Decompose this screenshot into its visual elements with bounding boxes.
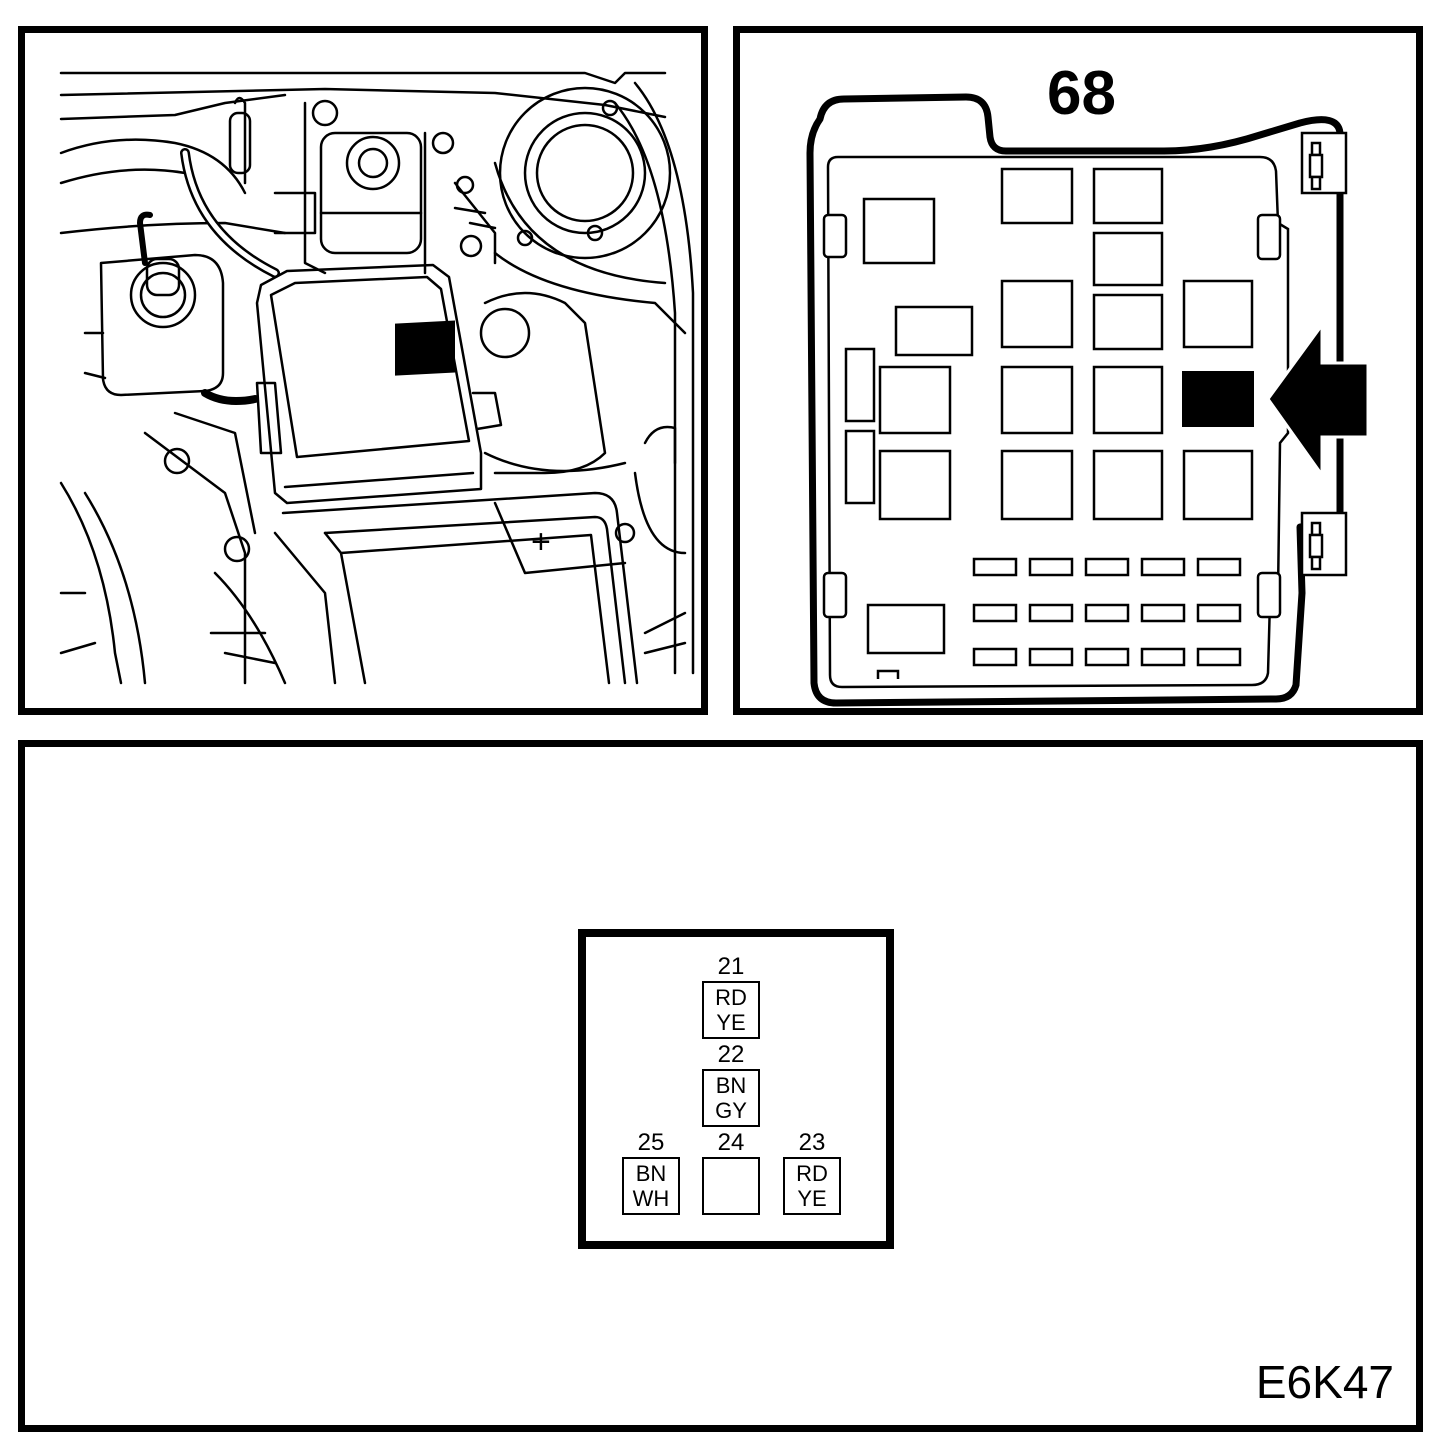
connector-panel: 21 RD YE 22 BN GY 25 BN WH 24 23	[18, 740, 1423, 1432]
highlighted-fuse-box	[395, 320, 455, 376]
connector-tab-top	[1300, 131, 1348, 195]
fuse-slot	[1196, 557, 1242, 577]
fuse-slot	[1028, 557, 1074, 577]
fuse-slot	[1140, 603, 1186, 623]
pin-number: 22	[717, 1041, 745, 1068]
fusebox-panel: 68	[733, 26, 1423, 715]
fuse-slot	[1140, 557, 1186, 577]
fusebox-outline	[806, 93, 1344, 707]
pin-cavity: BN WH	[622, 1157, 680, 1215]
pin-number: 24	[717, 1129, 745, 1156]
relay-slot	[1182, 449, 1254, 521]
relay-slot	[862, 197, 936, 265]
relay-slot	[1092, 167, 1164, 225]
engine-bay-drawing: +	[59, 71, 695, 685]
wire-color: YE	[797, 1186, 827, 1211]
wire-color: BN	[715, 1073, 747, 1098]
relay-slot	[1092, 231, 1164, 287]
pin-cavity: RD YE	[783, 1157, 841, 1215]
relay-slot	[866, 603, 946, 655]
fuse-slot	[972, 603, 1018, 623]
engine-bay-panel: +	[18, 26, 708, 715]
fuse-slot	[1084, 557, 1130, 577]
pin-22: 22 BN GY	[666, 1043, 796, 1143]
pin-25: 25 BN WH	[586, 1131, 716, 1231]
fusebox-inner-outline	[826, 155, 1290, 689]
fuse-slot	[1196, 603, 1242, 623]
relay-slot	[1092, 365, 1164, 435]
side-clip	[1256, 213, 1282, 261]
fusebox-layout	[806, 93, 1370, 707]
fuse-slot	[972, 557, 1018, 577]
fuse-slot	[1028, 603, 1074, 623]
relay-slot	[894, 305, 974, 357]
wire-color: YE	[716, 1010, 746, 1035]
fuse-slot	[1140, 647, 1186, 667]
side-clip	[822, 213, 848, 259]
fuse-slot	[1028, 647, 1074, 667]
wire-color: BN	[635, 1161, 667, 1186]
wire-color: WH	[632, 1186, 670, 1211]
fuse-slot	[972, 647, 1018, 667]
pin-number: 23	[798, 1129, 826, 1156]
fusebox-number: 68	[1047, 59, 1116, 128]
fuse-slot	[1084, 647, 1130, 667]
wire-color: RD	[796, 1161, 828, 1186]
relay-slot	[1092, 293, 1164, 351]
relay-slot	[1092, 449, 1164, 521]
pin-cavity: RD YE	[702, 981, 760, 1039]
arrow-left-icon	[1266, 320, 1370, 480]
fuse-slot	[1196, 647, 1242, 667]
pin-24: 24	[666, 1131, 796, 1231]
connector-tab-bottom	[1300, 511, 1348, 577]
side-clip	[822, 571, 848, 619]
pin-cavity-empty	[702, 1157, 760, 1215]
relay-slot	[844, 347, 876, 423]
relay-slot	[878, 449, 952, 521]
highlighted-relay	[1182, 371, 1254, 427]
figure-code: E6K47	[1255, 1356, 1394, 1408]
relay-slot	[878, 365, 952, 435]
battery-plus-symbol: +	[531, 523, 551, 561]
pin-cavity: BN GY	[702, 1069, 760, 1127]
pin-number: 25	[637, 1129, 665, 1156]
relay-slot	[1000, 365, 1074, 435]
pin-23: 23 RD YE	[747, 1131, 877, 1231]
wire-color: GY	[715, 1098, 747, 1123]
relay-slot	[1000, 449, 1074, 521]
relay-slot	[844, 429, 876, 505]
relay-slot	[1000, 167, 1074, 225]
side-clip	[1256, 571, 1282, 619]
connector-face: 21 RD YE 22 BN GY 25 BN WH 24 23	[578, 929, 894, 1249]
relay-slot	[1182, 279, 1254, 349]
pin-21: 21 RD YE	[666, 955, 796, 1055]
pin-number: 21	[717, 953, 745, 980]
fuse-slot	[1084, 603, 1130, 623]
wire-color: RD	[715, 985, 747, 1010]
relay-slot	[1000, 279, 1074, 349]
